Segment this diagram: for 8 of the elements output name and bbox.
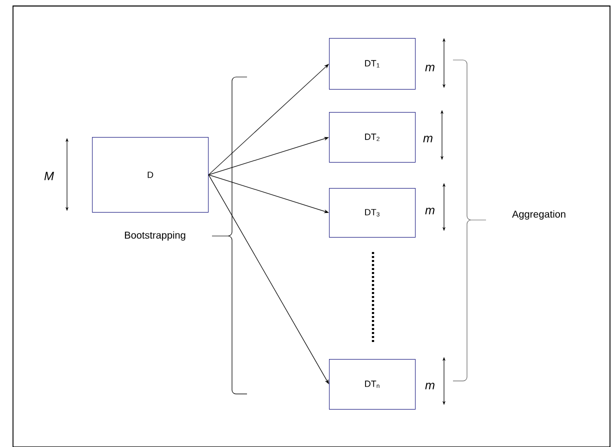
text-label: Aggregation — [512, 210, 566, 220]
process-box: DT$_{2}$ — [329, 112, 416, 163]
process-box: DT$_{1}$ — [329, 38, 416, 90]
process-box: DT$_{3}$ — [329, 188, 416, 238]
process-box: DT$_{n}$ — [329, 358, 416, 410]
process-box: D — [92, 136, 209, 213]
dimension-label: M — [44, 172, 54, 180]
text-label: Bootstrapping — [124, 231, 186, 241]
